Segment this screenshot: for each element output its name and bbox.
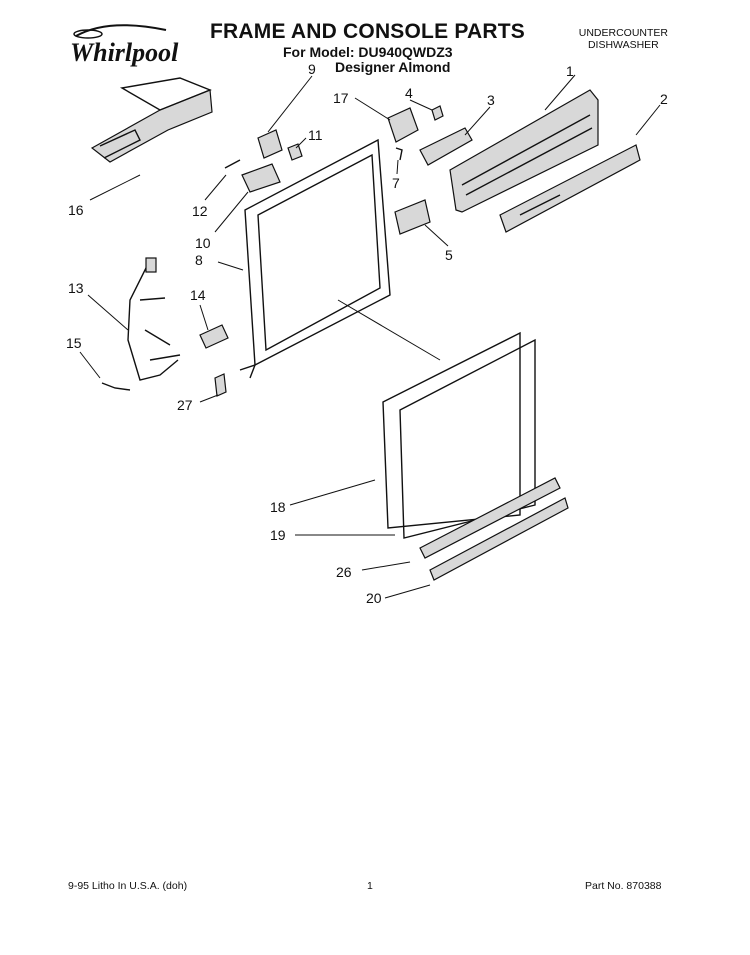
callout-1: 1 [566, 63, 574, 79]
footer-page-number: 1 [367, 880, 373, 892]
callout-26: 26 [336, 564, 352, 580]
part-9-switch [257, 129, 283, 159]
callout-7: 7 [392, 175, 400, 191]
part-7-screw [395, 147, 403, 161]
part-20-strip [429, 497, 569, 581]
footer-print-info: 9-95 Litho In U.S.A. (doh) [68, 880, 188, 892]
part-14-switch [199, 324, 229, 349]
page-title: FRAME AND CONSOLE PARTS [210, 20, 525, 43]
category-line-2: DISHWASHER [587, 39, 659, 51]
whirlpool-logo: Whirlpool [68, 24, 180, 72]
callout-16: 16 [68, 202, 84, 218]
part-11-connector [287, 143, 303, 161]
part-1-console [449, 89, 599, 213]
part-27-clip [214, 373, 227, 397]
callout-9: 9 [308, 61, 316, 77]
part-2-trim [499, 144, 641, 233]
callout-12: 12 [192, 203, 208, 219]
category-label: UNDERCOUNTER DISHWASHER [579, 27, 668, 51]
logo-wordmark: Whirlpool [70, 38, 179, 67]
callout-19: 19 [270, 527, 286, 543]
callout-4: 4 [405, 85, 413, 101]
callout-27: 27 [177, 397, 193, 413]
callout-2: 2 [660, 91, 668, 107]
leader-lines [79, 74, 661, 599]
part-17-bracket [387, 107, 419, 143]
color-line: Designer Almond [335, 59, 451, 75]
part-15-screw [101, 382, 131, 391]
category-line-1: UNDERCOUNTER [578, 27, 668, 39]
callout-5: 5 [445, 247, 453, 263]
logo-swoosh [73, 24, 167, 39]
part-18-19-door-panel [382, 331, 536, 539]
part-10-holder [241, 163, 281, 193]
part-12-pin [224, 159, 241, 169]
callout-3: 3 [487, 92, 495, 108]
part-16-bracket [90, 77, 213, 163]
callout-13: 13 [68, 280, 84, 296]
part-3-control-module [419, 127, 473, 166]
callout-11: 11 [308, 127, 323, 143]
callout-15: 15 [66, 335, 82, 351]
part-26-strip [419, 477, 561, 559]
callout-20: 20 [366, 590, 382, 606]
callout-8: 8 [195, 252, 203, 268]
footer-part-number: Part No. 870388 [585, 880, 662, 892]
callout-14: 14 [190, 287, 206, 303]
callout-17: 17 [333, 90, 349, 106]
part-13-harness [127, 257, 181, 381]
part-5-latch [394, 199, 431, 235]
part-8-frame [239, 138, 391, 379]
model-line: For Model: DU940QWDZ3 [283, 44, 453, 60]
part-4-clip [431, 105, 444, 121]
callout-10: 10 [195, 235, 211, 251]
callout-18: 18 [270, 499, 286, 515]
